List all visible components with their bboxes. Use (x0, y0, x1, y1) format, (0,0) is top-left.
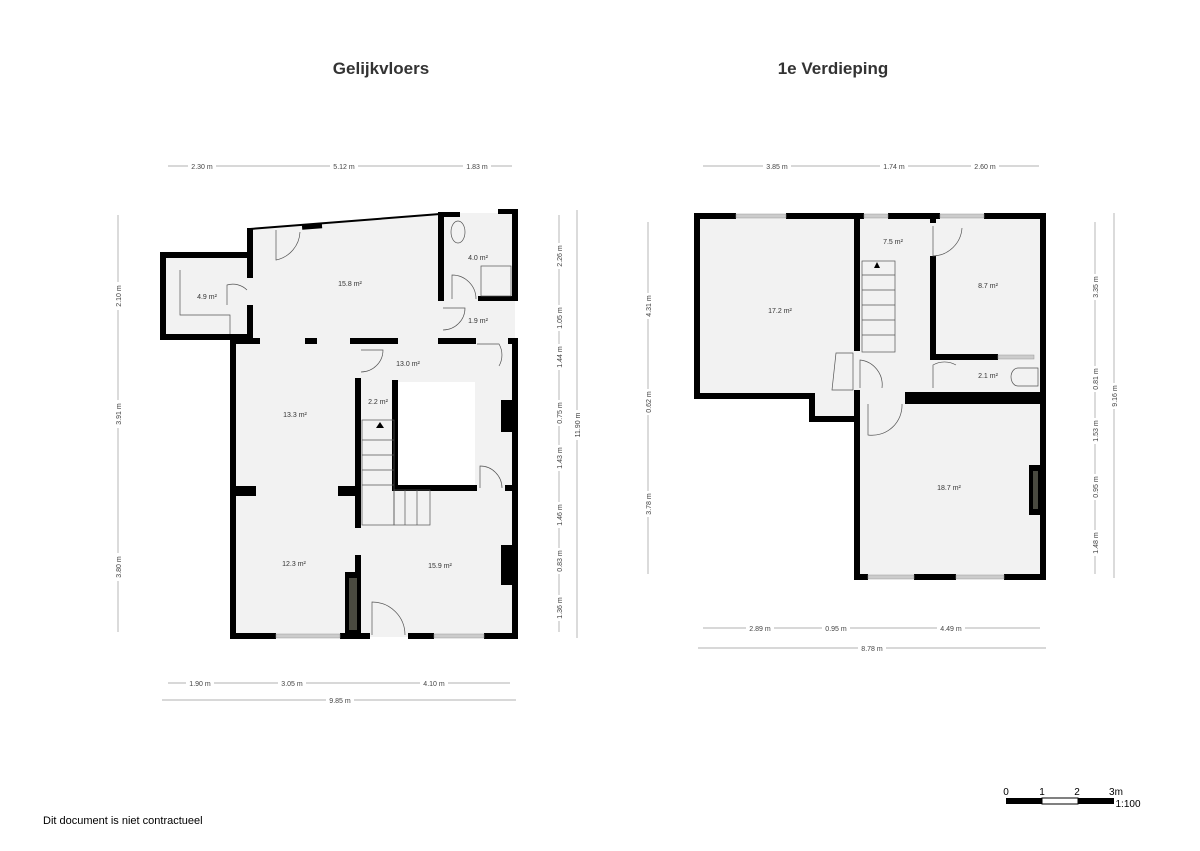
room-area: 4.9 m² (197, 294, 218, 301)
floor-title: Gelijkvloers (333, 59, 429, 78)
door (360, 349, 384, 373)
room-bathroom (440, 213, 515, 340)
scale-bar: 0 1 2 3m 1:100 (1003, 787, 1141, 810)
dimension-label: 2.26 m (557, 245, 564, 267)
door (932, 361, 957, 388)
disclaimer: Dit document is niet contractueel (43, 815, 203, 827)
dimension-label: 1.48 m (1093, 532, 1100, 554)
room-living-top (250, 213, 440, 340)
dimension-label: 2.89 m (749, 626, 771, 633)
door (451, 274, 477, 300)
dimension-label: 2.30 m (191, 164, 213, 171)
dimension-label: 1.44 m (557, 346, 564, 368)
dimension-label: 11.90 m (575, 412, 582, 437)
room-area: 4.0 m² (468, 255, 489, 262)
slanted-wall (249, 213, 441, 230)
dimension-label: 2.60 m (974, 164, 996, 171)
dimension-label: 1.74 m (883, 164, 905, 171)
door (479, 465, 503, 489)
room-area: 2.1 m² (978, 373, 999, 380)
dimension-label: 9.85 m (329, 698, 351, 705)
dimension-label: 4.31 m (646, 295, 653, 317)
room-area: 8.7 m² (978, 283, 999, 290)
room-small-left (163, 255, 250, 338)
door (932, 226, 963, 257)
dimension-label: 0.81 m (1093, 368, 1100, 390)
dimension-label: 1.43 m (557, 447, 564, 469)
door (867, 403, 903, 436)
first-floor: 1e Verdieping (643, 59, 1119, 653)
dimension-label: 3.78 m (646, 493, 653, 515)
staircase (831, 260, 896, 391)
scale-tick: 3m (1109, 787, 1123, 798)
room-area: 18.7 m² (937, 485, 961, 492)
scale-tick: 1 (1039, 787, 1045, 798)
scale-tick: 2 (1074, 787, 1080, 798)
dimension-label: 1.83 m (466, 164, 488, 171)
dimension-label: 9.16 m (1112, 385, 1119, 407)
room-area: 15.8 m² (338, 281, 362, 288)
dimension-label: 3.35 m (1093, 276, 1100, 298)
toilet (1010, 367, 1039, 387)
staircase (361, 419, 431, 526)
room-area: 7.5 m² (883, 239, 904, 246)
room-area: 13.0 m² (396, 361, 420, 368)
dimension-label: 3.80 m (116, 556, 123, 578)
dimension-label: 3.85 m (766, 164, 788, 171)
door (442, 307, 466, 331)
scale-tick: 0 (1003, 787, 1009, 798)
door (275, 230, 301, 261)
scale-ratio: 1:100 (1115, 799, 1140, 810)
dimension-label: 0.95 m (825, 626, 847, 633)
room-area: 2.2 m² (368, 399, 389, 406)
dimension-label: 1.53 m (1093, 420, 1100, 442)
room-area: 15.9 m² (428, 563, 452, 570)
toilet (450, 220, 466, 244)
room-area: 1.9 m² (468, 318, 489, 325)
dimension-label: 1.05 m (557, 307, 564, 329)
floor-title: 1e Verdieping (778, 59, 889, 78)
dimension-label: 3.05 m (281, 681, 303, 688)
inner-block (395, 382, 475, 485)
dimension-label: 0.62 m (646, 391, 653, 413)
dimension-label: 4.10 m (423, 681, 445, 688)
counter-outline (179, 270, 231, 338)
door (226, 283, 248, 305)
dimension-label: 2.10 m (116, 285, 123, 307)
shower (480, 265, 512, 297)
door (859, 359, 883, 389)
dimension-label: 8.78 m (861, 646, 883, 653)
dimension-label: 0.75 m (557, 402, 564, 424)
door (371, 601, 406, 636)
dimension-label: 1.46 m (557, 504, 564, 526)
dimension-label: 1.90 m (189, 681, 211, 688)
room-area: 13.3 m² (283, 412, 307, 419)
dimension-label: 0.83 m (557, 550, 564, 572)
dimension-label: 0.95 m (1093, 476, 1100, 498)
room-bedroom-1 (697, 216, 858, 396)
ground-floor: Gelijkvloers (113, 59, 582, 705)
dimension-label: 4.49 m (940, 626, 962, 633)
dimension-label: 1.36 m (557, 597, 564, 619)
room-area: 12.3 m² (282, 561, 306, 568)
dimension-label: 5.12 m (333, 164, 355, 171)
room-area: 17.2 m² (768, 308, 792, 315)
dimension-label: 3.91 m (116, 403, 123, 425)
door (477, 343, 503, 367)
